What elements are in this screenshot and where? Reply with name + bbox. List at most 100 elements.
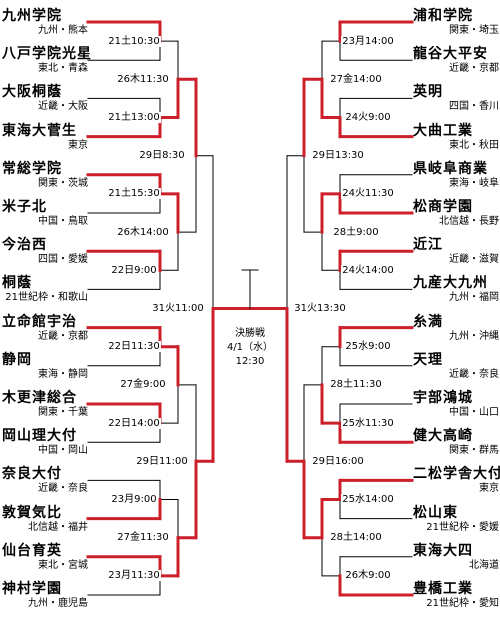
team-name: 松商学園 [413, 199, 473, 215]
right-team: 九産大九州九州・福岡 [413, 275, 499, 303]
right-team: 糸満九州・沖縄 [413, 314, 499, 342]
right-team: 二松学舎大付東京 [413, 466, 500, 495]
right-team: 浦和学院関東・埼玉 [413, 8, 499, 36]
left-team: 奈良大付近畿・奈良 [2, 466, 88, 494]
team-region: 近畿・滋賀 [449, 254, 499, 266]
r2-label: 28土9:00 [332, 226, 380, 238]
left-team: 今治西四国・愛媛 [2, 237, 88, 265]
left-team: 立命館宇治近畿・京都 [2, 314, 88, 342]
team-name: 健大高崎 [413, 428, 473, 445]
team-region: 21世紀枠・愛知 [426, 598, 499, 609]
qf-label: 29日8:30 [138, 150, 186, 162]
team-region: 関東・埼玉 [449, 25, 499, 36]
team-region: 21世紀枠・和歌山 [5, 292, 88, 304]
final-title: 決勝戦 [235, 328, 265, 339]
team-name: 八戸学院光星 [2, 46, 92, 63]
left-team: 常総学院関東・茨城 [2, 161, 88, 189]
team-name: 宇部鴻城 [413, 390, 473, 406]
team-region: 東京 [479, 483, 499, 495]
team-name: 常総学院 [2, 160, 62, 177]
right-team: 宇部鴻城中国・山口 [413, 390, 499, 418]
r1-label: 24火11:30 [341, 188, 395, 200]
left-team: 仙台育英東北・宮城 [2, 543, 88, 571]
team-name: 木更津総合 [2, 390, 77, 406]
team-name: 奈良大付 [2, 466, 62, 483]
qf-label: 29日16:00 [311, 455, 365, 467]
r2-label: 26木14:00 [116, 226, 170, 238]
team-region: 東海・静岡 [38, 368, 88, 380]
r2-label: 27金11:30 [116, 532, 170, 544]
r2-label: 28土11:30 [329, 379, 383, 391]
left-team: 大阪桐蔭近畿・大阪 [2, 84, 88, 112]
r1-label: 25水11:30 [341, 417, 395, 429]
team-name: 東海大菅生 [2, 122, 77, 139]
team-name: 今治西 [2, 237, 47, 254]
team-region: 近畿・奈良 [449, 368, 499, 380]
team-name: 岡山理大付 [2, 428, 77, 445]
team-region: 東北・青森 [38, 63, 88, 75]
team-region: 四国・愛媛 [38, 254, 88, 266]
r1-label: 21土15:30 [107, 188, 161, 200]
qf-label: 29日13:30 [311, 150, 365, 162]
team-region: 近畿・京都 [449, 63, 499, 75]
left-team: 敦賀気比北信越・福井 [2, 505, 88, 533]
team-name: 県岐阜商業 [413, 160, 488, 177]
team-name: 仙台育英 [2, 542, 62, 559]
r1-label: 23月14:00 [341, 35, 395, 47]
left-team: 東海大菅生東京 [2, 123, 88, 151]
r2-label: 27金14:00 [329, 73, 383, 85]
left-team: 木更津総合関東・千葉 [2, 390, 88, 418]
r1-label: 21土10:30 [107, 35, 161, 47]
team-name: 松山東 [413, 504, 458, 521]
team-region: 九州・熊本 [38, 25, 88, 36]
r2-label: 28土14:00 [329, 532, 383, 544]
team-name: 九産大九州 [413, 275, 488, 292]
final-box: 決勝戦 4/1（水） 12:30 [216, 327, 284, 377]
left-team: 岡山理大付中国・岡山 [2, 428, 88, 456]
r1-label: 25水14:00 [341, 494, 395, 505]
left-team: 九州学院九州・熊本 [2, 8, 88, 36]
right-team: 松商学園北信越・長野 [413, 199, 499, 227]
team-name: 大阪桐蔭 [2, 84, 62, 101]
r2-label: 26木11:30 [116, 73, 170, 85]
left-team: 八戸学院光星東北・青森 [2, 46, 92, 75]
r1-label: 21土13:00 [107, 112, 161, 123]
qf-label: 29日11:00 [135, 455, 189, 467]
left-team: 米子北中国・鳥取 [2, 199, 88, 227]
right-team: 天理近畿・奈良 [413, 352, 499, 380]
team-name: 浦和学院 [413, 8, 473, 24]
team-name: 糸満 [413, 313, 443, 330]
right-team: 英明四国・香川 [413, 84, 499, 112]
left-team: 静岡東海・静岡 [2, 352, 88, 380]
team-region: 東海・岐阜 [449, 177, 499, 189]
team-region: 四国・香川 [449, 101, 499, 113]
team-region: 東京 [68, 139, 88, 151]
team-region: 東北・秋田 [449, 139, 499, 151]
team-name: 敦賀気比 [2, 504, 62, 521]
team-name: 九州学院 [2, 8, 62, 24]
team-name: 豊橋工業 [413, 581, 473, 597]
r1-label: 24火9:00 [344, 112, 392, 123]
team-region: 関東・千葉 [38, 407, 88, 418]
final-time: 12:30 [235, 356, 265, 367]
r1-label: 23月9:00 [110, 494, 158, 505]
team-name: 大曲工業 [413, 122, 473, 139]
left-team: 神村学園九州・鹿児島 [2, 581, 88, 609]
team-name: 近江 [413, 237, 443, 254]
team-region: 21世紀枠・愛媛 [426, 521, 499, 533]
r1-label: 26木9:00 [344, 570, 392, 582]
team-name: 米子北 [2, 199, 47, 215]
r1-label: 22日14:00 [107, 417, 161, 429]
team-region: 中国・岡山 [38, 445, 88, 457]
r1-label: 22日9:00 [110, 264, 158, 276]
team-region: 中国・鳥取 [38, 216, 88, 227]
team-region: 関東・群馬 [449, 445, 499, 457]
team-region: 東北・宮城 [38, 559, 88, 571]
right-team: 龍谷大平安近畿・京都 [413, 46, 499, 74]
team-region: 北海道 [469, 559, 499, 571]
team-name: 桐蔭 [2, 275, 32, 292]
team-name: 神村学園 [2, 581, 62, 597]
team-region: 近畿・大阪 [38, 101, 88, 113]
